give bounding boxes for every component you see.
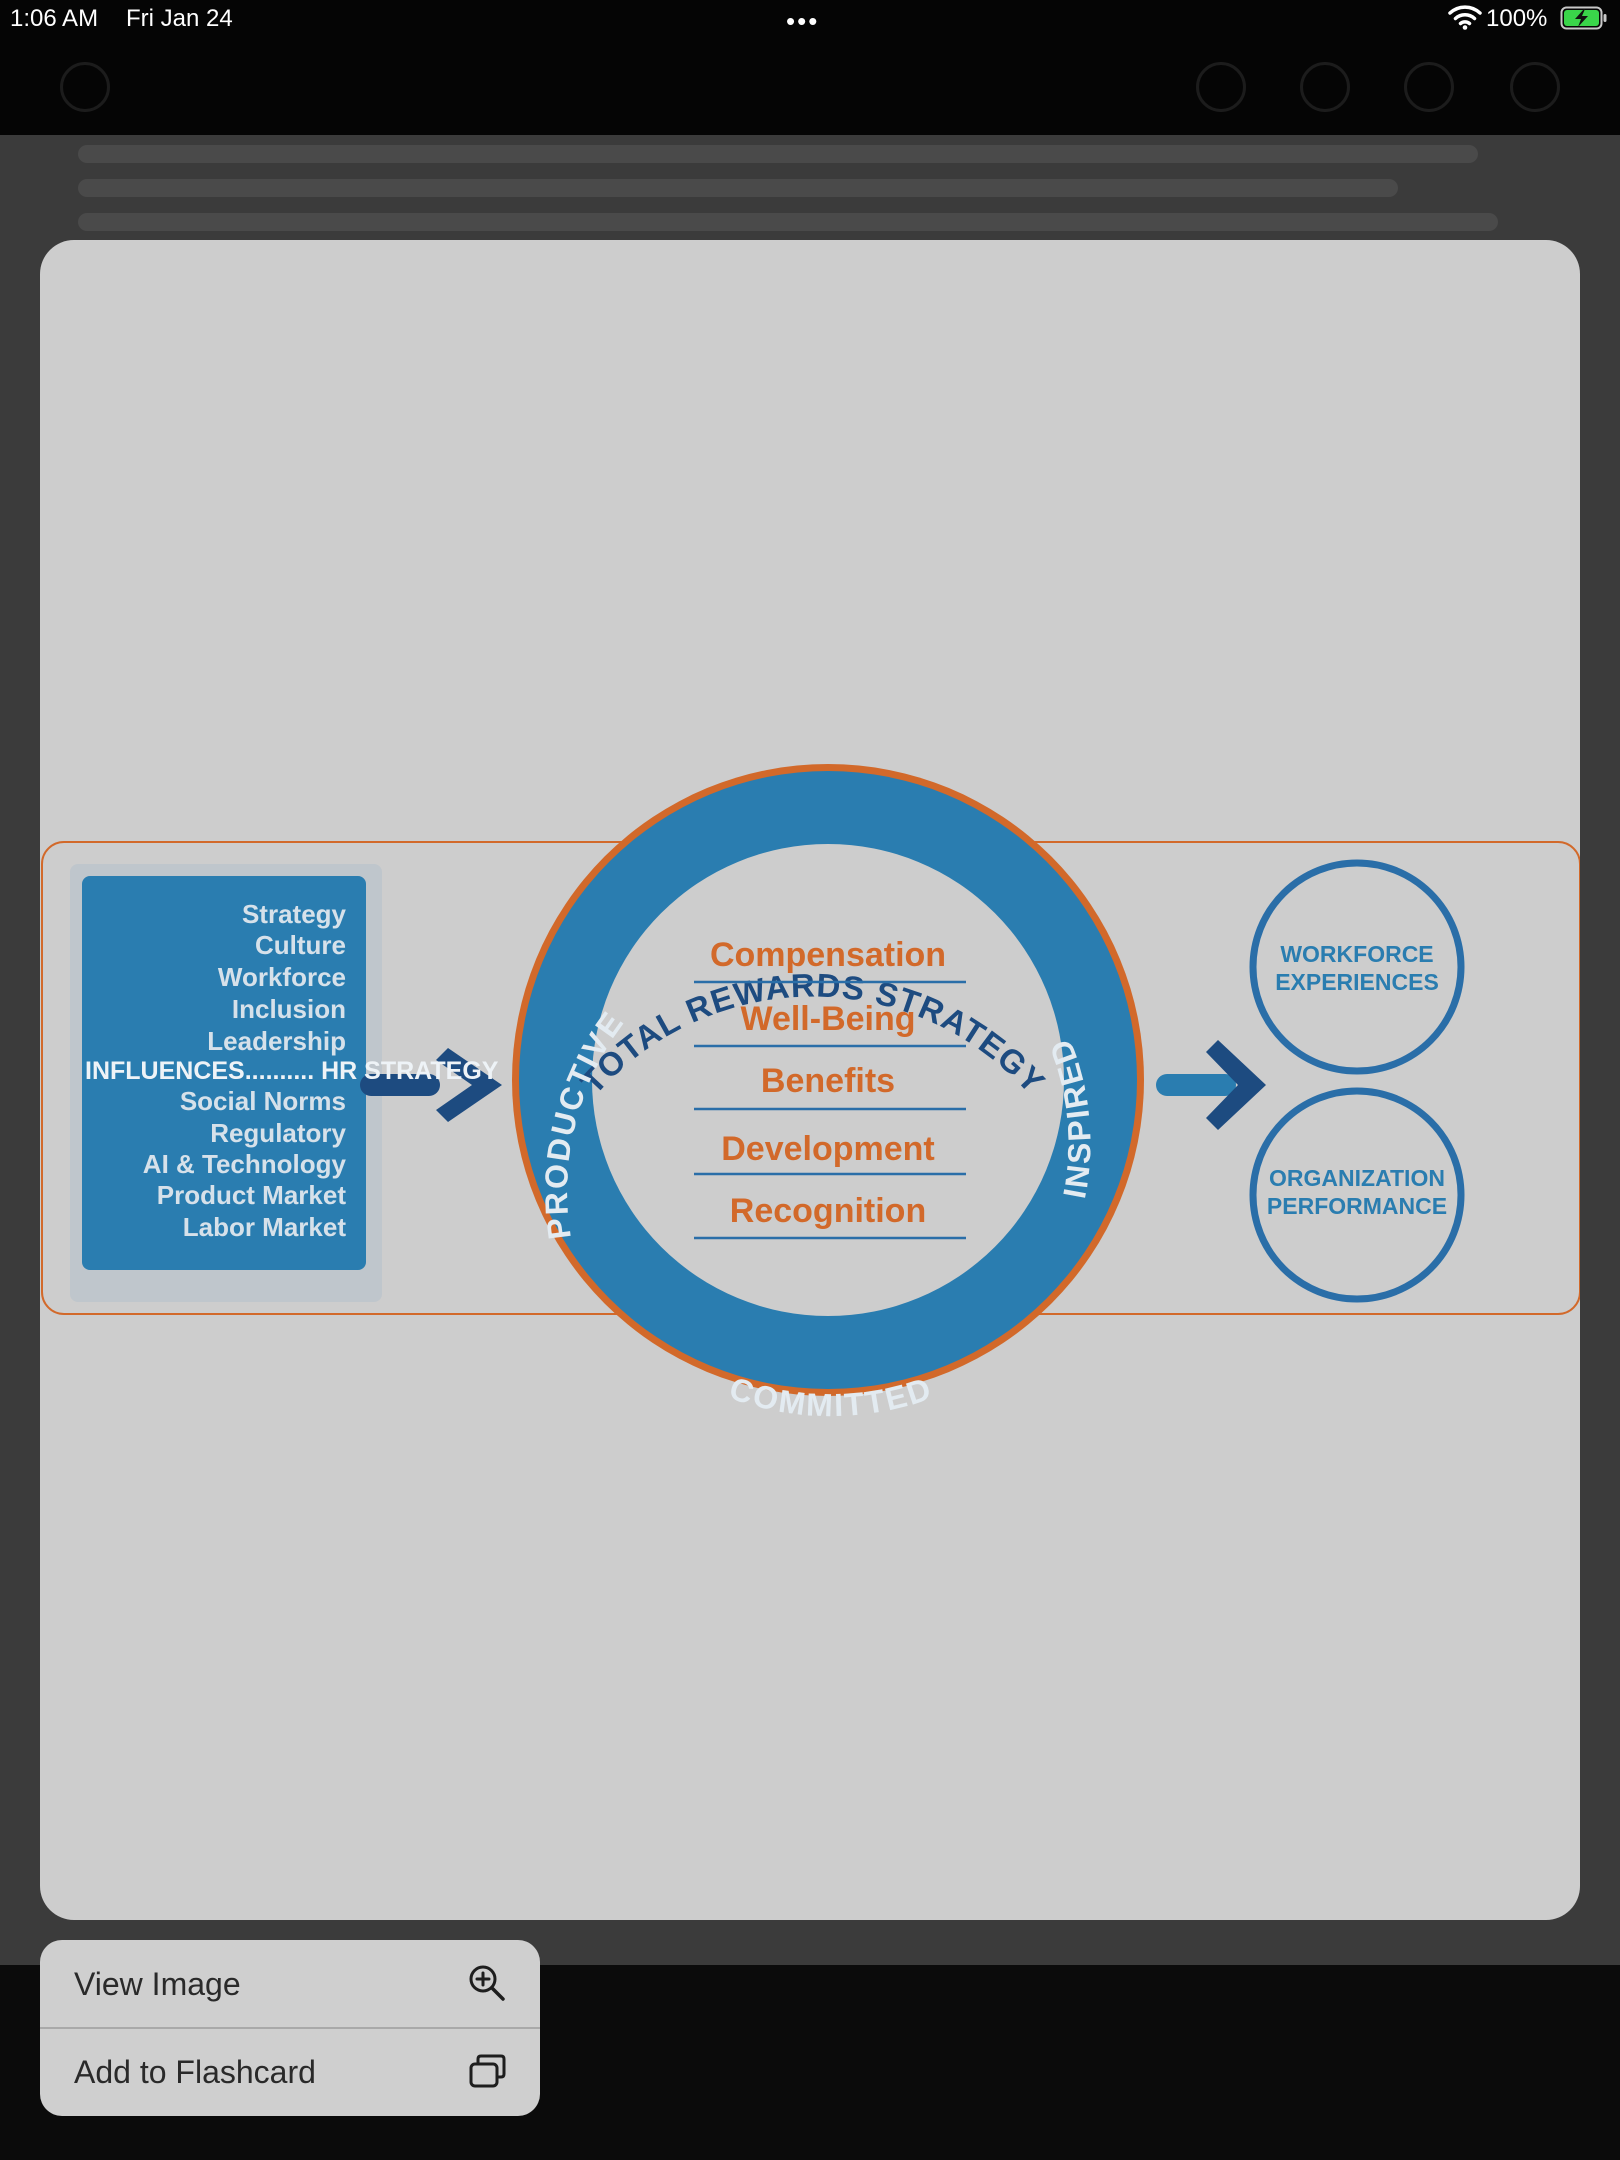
status-bar: 1:06 AM Fri Jan 24 ••• 100% bbox=[0, 0, 1620, 40]
external-item: Regulatory bbox=[210, 1118, 346, 1148]
outcome-1-line-2: EXPERIENCES bbox=[1275, 969, 1439, 995]
image-preview-card[interactable]: Strategy Culture Workforce Inclusion Lea… bbox=[40, 240, 1580, 1920]
battery-charging-icon bbox=[1560, 6, 1607, 30]
reward-item: Well-Being bbox=[740, 1000, 915, 1038]
background-menu-icon bbox=[60, 62, 110, 112]
outcome-1-line-1: WORKFORCE bbox=[1280, 941, 1433, 967]
influence-item: Workforce bbox=[218, 962, 346, 992]
background-zoom-icon bbox=[1404, 62, 1454, 112]
battery-percent: 100% bbox=[1486, 5, 1548, 32]
status-date: Fri Jan 24 bbox=[126, 5, 233, 32]
zoom-in-icon bbox=[469, 1965, 505, 2001]
influence-item: Strategy bbox=[242, 899, 347, 929]
wifi-icon bbox=[1448, 5, 1482, 30]
reward-item: Compensation bbox=[710, 936, 946, 974]
background-text-line bbox=[78, 145, 1478, 163]
external-item: AI & Technology bbox=[143, 1149, 347, 1179]
input-arrow-icon bbox=[360, 1048, 502, 1122]
status-time: 1:06 AM bbox=[10, 5, 99, 32]
add-to-flashcard-label: Add to Flashcard bbox=[74, 2054, 316, 2090]
multitasking-dots[interactable]: ••• bbox=[786, 6, 820, 36]
reward-item: Recognition bbox=[730, 1192, 926, 1230]
ring-inner-circle bbox=[592, 844, 1064, 1316]
external-item: Product Market bbox=[157, 1180, 347, 1210]
workforce-experiences-circle bbox=[1249, 859, 1465, 1075]
influences-panel bbox=[82, 876, 366, 1270]
add-to-flashcard-menu-item[interactable]: Add to Flashcard bbox=[40, 2028, 540, 2116]
reward-item: Development bbox=[721, 1130, 935, 1168]
total-rewards-diagram: Strategy Culture Workforce Inclusion Lea… bbox=[41, 764, 1580, 1423]
menu-separator bbox=[40, 2027, 540, 2029]
background-more-icon bbox=[1510, 62, 1560, 112]
influences-label: INFLUENCES.......... HR STRATEGY bbox=[85, 1057, 499, 1085]
reward-item: Benefits bbox=[761, 1062, 895, 1100]
background-search-icon bbox=[1196, 62, 1246, 112]
influence-item: Inclusion bbox=[232, 994, 346, 1024]
background-text-line bbox=[78, 179, 1398, 197]
image-context-menu: View Image Add to Flashcard bbox=[40, 1940, 540, 2116]
view-image-label: View Image bbox=[74, 1966, 241, 2002]
external-item: Labor Market bbox=[183, 1212, 347, 1242]
flashcard-stack-icon bbox=[469, 2054, 506, 2088]
background-text-line bbox=[78, 213, 1498, 231]
outcome-2-line-1: ORGANIZATION bbox=[1269, 1165, 1445, 1191]
influence-item: Culture bbox=[255, 930, 346, 960]
outcome-2-line-2: PERFORMANCE bbox=[1267, 1193, 1447, 1219]
external-item: Social Norms bbox=[180, 1086, 346, 1116]
output-arrow-icon bbox=[1156, 1040, 1266, 1130]
background-share-icon bbox=[1300, 62, 1350, 112]
background-toolbar bbox=[0, 0, 1620, 135]
organization-performance-circle bbox=[1249, 1087, 1465, 1303]
view-image-menu-item[interactable]: View Image bbox=[40, 1940, 540, 2028]
influence-item: Leadership bbox=[207, 1026, 346, 1056]
